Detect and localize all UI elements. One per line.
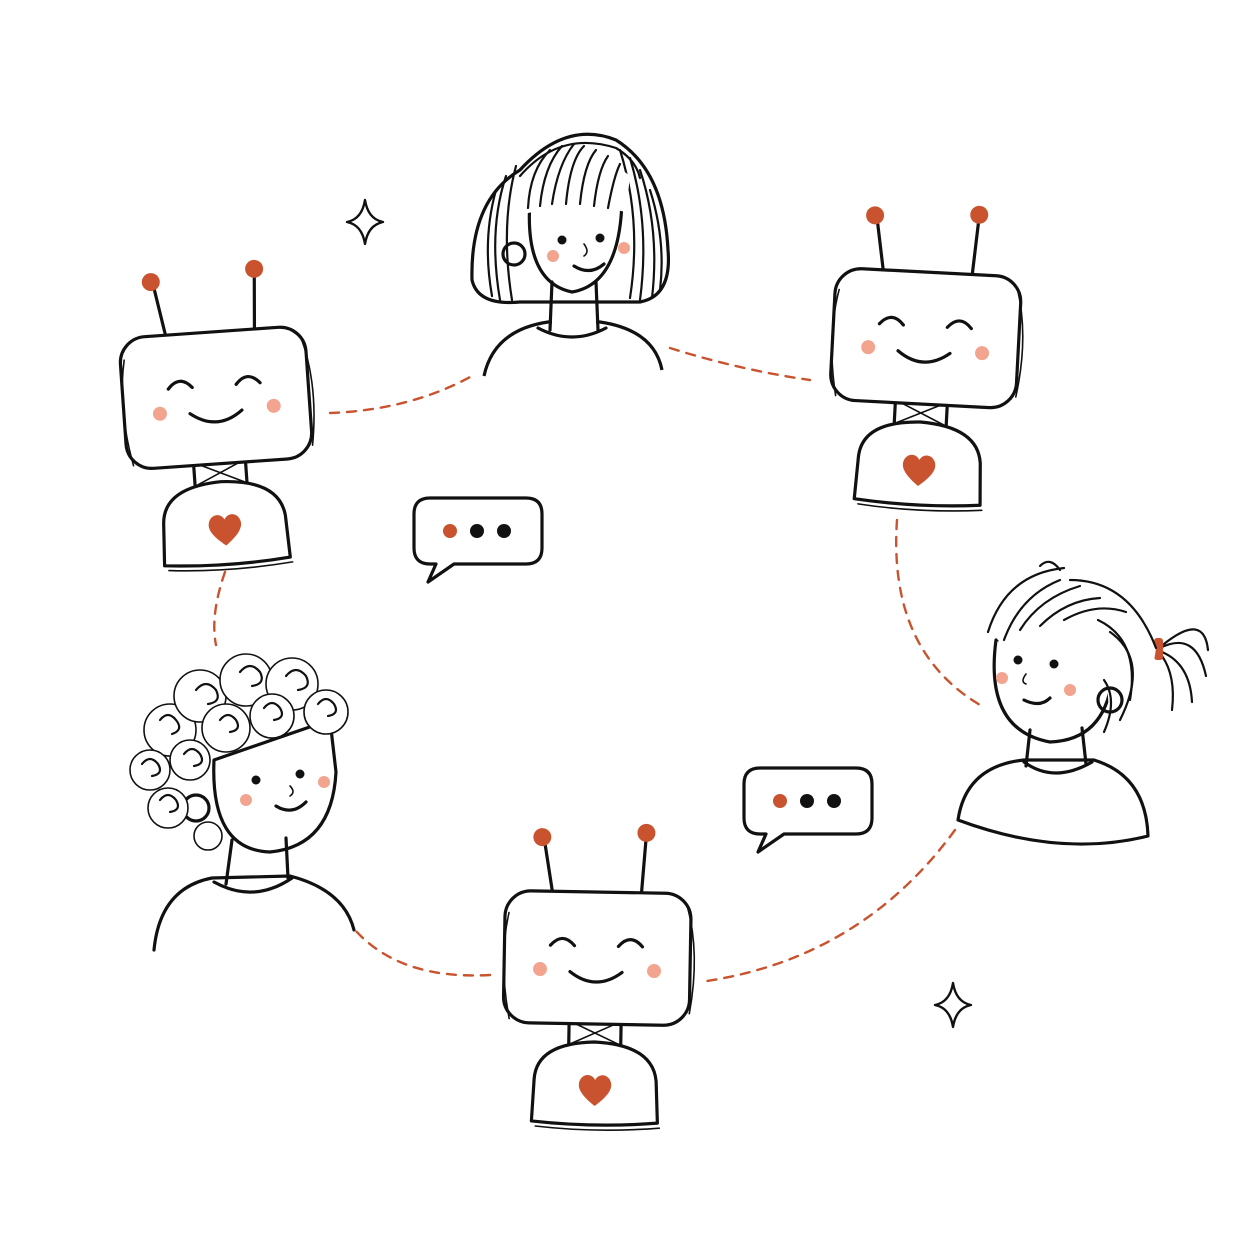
- connector-robot-tr-to-girl-right: [895, 518, 982, 707]
- connector-girl-right-to-robot-bottom: [698, 828, 957, 984]
- sparkle-icon: [933, 981, 973, 1029]
- boy-curly-hair: [129, 653, 356, 952]
- sparkle-icon: [345, 198, 385, 246]
- connector-girl-top-to-robot-tr: [668, 346, 812, 382]
- connector-robot-bottom-to-boy: [353, 928, 492, 977]
- connector-robot-tl-to-girl-top: [328, 374, 474, 415]
- girl-ponytail: [956, 560, 1210, 846]
- robot-top-right: [821, 196, 1032, 517]
- robot-top-left: [111, 254, 327, 578]
- girl-bob-hair: [470, 132, 671, 377]
- connector-lines: [213, 346, 982, 984]
- connector-boy-to-robot-tl: [213, 570, 227, 647]
- robot-bottom: [499, 819, 699, 1134]
- chat-bubble-typing-icon: [412, 496, 544, 584]
- chat-bubble-typing-icon: [742, 766, 874, 854]
